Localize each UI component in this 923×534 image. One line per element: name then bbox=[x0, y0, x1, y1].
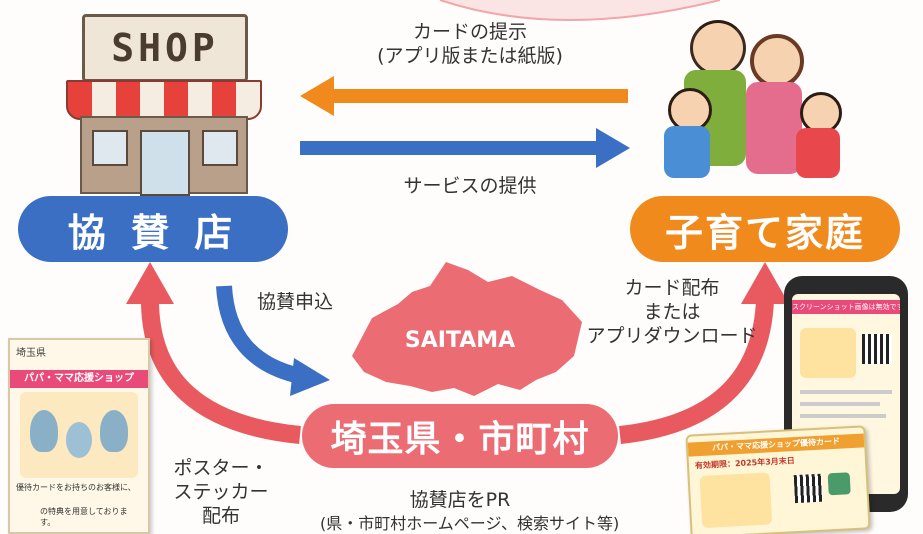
girl-head bbox=[800, 92, 842, 134]
poster-arrowhead bbox=[126, 262, 174, 304]
mother-body bbox=[746, 82, 802, 174]
shop-wall bbox=[80, 116, 248, 196]
phone-text-line-2 bbox=[800, 402, 880, 406]
distribute-arrowhead bbox=[741, 262, 789, 304]
apply-label: 協賛申込 bbox=[256, 291, 333, 313]
poster-illustration: 埼玉県 パパ・ママ応援ショップ 優待カードをお持ちのお客様に、 の特典を用意して… bbox=[8, 338, 150, 534]
family-illustration bbox=[650, 8, 860, 194]
poster-note1: 優待カードをお持ちのお客様に、 bbox=[16, 483, 136, 492]
girl-body bbox=[796, 128, 840, 178]
shop-window-left bbox=[92, 130, 128, 166]
phone-text-line-3 bbox=[800, 414, 886, 418]
mother-head bbox=[750, 34, 804, 88]
card-illustration: パパ・ママ応援ショップ優待カード 有効期限：2025年3月末日 bbox=[685, 425, 871, 534]
distribute-line2: または bbox=[643, 301, 701, 323]
distribute-arrow bbox=[619, 299, 774, 444]
shop-sign: SHOP bbox=[82, 14, 248, 82]
distribute-label: カード配布 または アプリダウンロード bbox=[572, 276, 772, 348]
mascot-bird-middle bbox=[66, 422, 92, 458]
poster-note2: の特典を用意しております。 bbox=[40, 507, 128, 527]
apply-arrowhead bbox=[290, 358, 330, 396]
card-present-line1: カードの提示 bbox=[412, 21, 527, 43]
card-qr-code bbox=[793, 473, 824, 504]
poster-header: 埼玉県 bbox=[16, 348, 46, 359]
distribute-line3: アプリダウンロード bbox=[586, 325, 758, 347]
father-head bbox=[690, 20, 746, 76]
poster-line3: 配布 bbox=[201, 505, 240, 527]
phone-qr-code bbox=[862, 334, 892, 364]
card-badge bbox=[827, 472, 851, 496]
pr-label: 協賛店をPR (県・市町村ホームページ、検索サイト等) bbox=[320, 488, 620, 534]
poster-line1: ポスター・ bbox=[173, 457, 269, 479]
boy-head bbox=[668, 88, 712, 132]
service-arrowhead bbox=[596, 128, 630, 168]
poster-line2: ステッカー bbox=[173, 481, 269, 503]
poster-mascot-area bbox=[20, 392, 138, 478]
sponsor-store-node: 協 賛 店 bbox=[18, 196, 288, 262]
shop-door bbox=[140, 130, 190, 196]
phone-mascot-area bbox=[800, 328, 856, 378]
shop-window-right bbox=[202, 130, 238, 166]
phone-text-line-1 bbox=[800, 390, 892, 394]
distribute-line1: カード配布 bbox=[624, 277, 720, 299]
poster-arrow bbox=[141, 299, 301, 444]
card-mascot-area bbox=[699, 472, 773, 529]
card-present-label: カードの提示 (アプリ版または紙版) bbox=[370, 20, 570, 68]
boy-body bbox=[664, 126, 710, 178]
shop-awning bbox=[66, 80, 262, 120]
map-label: SAITAMA bbox=[404, 328, 516, 353]
phone-banner: スクリーンショット画像は無効です bbox=[792, 300, 900, 314]
shop-illustration: SHOP bbox=[62, 14, 262, 196]
pr-line1: 協賛店をPR bbox=[409, 489, 511, 511]
family-node: 子育て家庭 bbox=[630, 196, 900, 262]
card-present-line2: (アプリ版または紙版) bbox=[377, 45, 563, 67]
mascot-bird-left bbox=[30, 410, 58, 452]
poster-label: ポスター・ ステッカー 配布 bbox=[156, 456, 286, 528]
pr-line2: (県・市町村ホームページ、検索サイト等) bbox=[320, 514, 620, 533]
apply-arrow bbox=[216, 285, 302, 384]
government-node: 埼玉県・市町村 bbox=[302, 404, 618, 468]
poster-title: パパ・ママ応援ショップ bbox=[10, 370, 148, 388]
mascot-bird-right bbox=[100, 410, 128, 452]
card-present-arrowhead bbox=[300, 76, 334, 116]
service-label: サービスの提供 bbox=[403, 175, 537, 197]
top-arc bbox=[439, 0, 721, 21]
saitama-map bbox=[352, 262, 582, 396]
